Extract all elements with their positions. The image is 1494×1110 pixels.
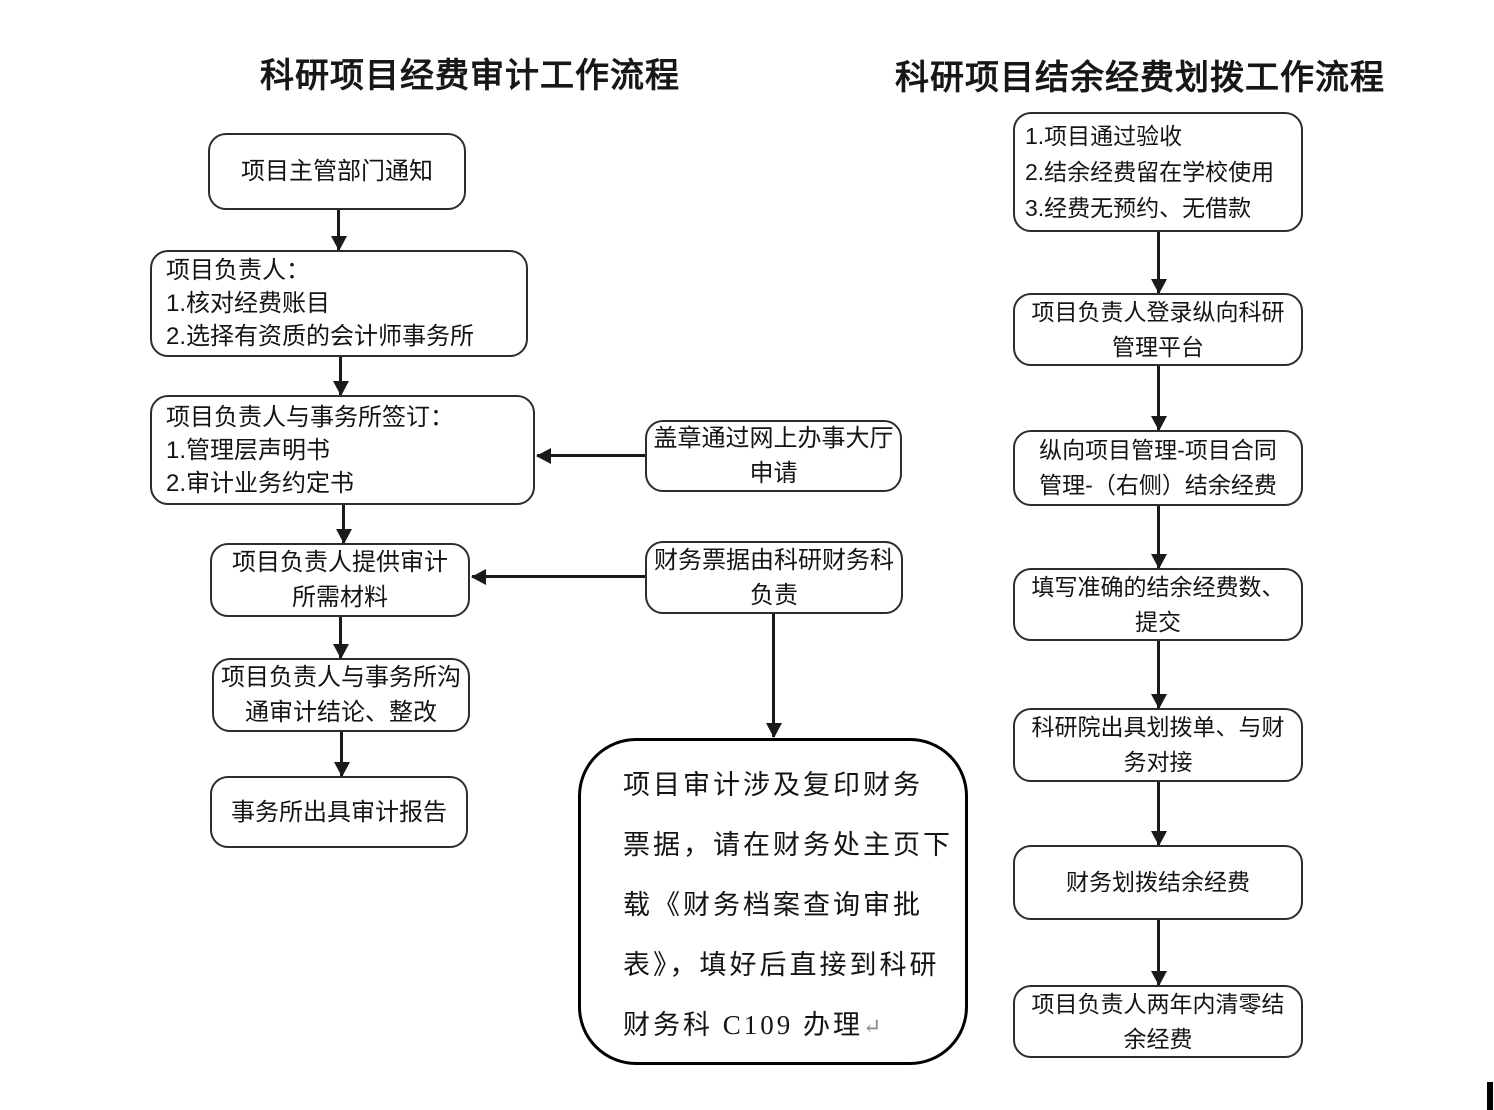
node-text: 提交 (1135, 608, 1181, 635)
node-text: 项目负责人提供审计 (232, 549, 448, 576)
node-menu-path: 纵向项目管理-项目合同 管理-（右侧）结余经费 (1013, 430, 1303, 506)
node-text: 项目负责人： (166, 257, 310, 284)
arrow-down-icon (772, 614, 775, 737)
node-text: 财务票据由科研财务科 (654, 546, 894, 574)
arrow-down-icon (1157, 232, 1160, 293)
node-text: 项目负责人两年内清零结 (1031, 990, 1285, 1017)
node-text: 管理平台 (1112, 333, 1204, 360)
node-sign-agreements: 项目负责人与事务所签订： 1.管理层声明书 2.审计业务约定书 (150, 395, 535, 505)
node-text: 表》，填好后直接到科研 (623, 949, 940, 980)
node-text: 项目主管部门通知 (241, 158, 433, 185)
node-provide-materials: 项目负责人提供审计 所需材料 (210, 543, 470, 617)
arrow-down-icon (1157, 506, 1160, 568)
audit-flow-title: 科研项目经费审计工作流程 (260, 57, 680, 95)
node-text: 2.审计业务约定书 (166, 469, 355, 497)
node-finance-tickets: 财务票据由科研财务科 负责 (645, 541, 903, 614)
node-text: 所需材料 (292, 584, 388, 611)
node-text: 项目审计涉及复印财务 (623, 769, 923, 800)
arrow-down-icon (342, 505, 345, 543)
arrow-down-icon (1157, 641, 1160, 708)
node-text: 事务所出具审计报告 (231, 798, 447, 826)
node-text: 3.经费无预约、无借款 (1025, 195, 1252, 221)
text-cursor (1487, 1082, 1493, 1110)
node-text: 2.结余经费留在学校使用 (1025, 159, 1275, 185)
node-text: 管理-（右侧）结余经费 (1039, 472, 1277, 498)
node-issue-audit-report: 事务所出具审计报告 (210, 776, 468, 848)
node-text: 盖章通过网上办事大厅 (653, 425, 894, 452)
node-text: 财务科 C109 办理↵ (623, 995, 881, 1057)
node-text: 通审计结论、整改 (245, 699, 437, 726)
arrow-down-icon (340, 732, 343, 776)
node-finance-transfer: 财务划拨结余经费 (1013, 845, 1303, 920)
arrow-down-icon (339, 617, 342, 658)
node-issue-transfer-slip: 科研院出具划拨单、与财 务对接 (1013, 708, 1303, 782)
node-text: 票据，请在财务处主页下 (623, 829, 953, 860)
node-text: 1.项目通过验收 (1025, 123, 1183, 149)
arrow-left-icon (472, 575, 645, 578)
paragraph-return-icon: ↵ (863, 1013, 882, 1039)
node-text: 2.选择有资质的会计师事务所 (166, 323, 475, 350)
node-fill-amount: 填写准确的结余经费数、 提交 (1013, 568, 1303, 641)
node-seal-online-hall: 盖章通过网上办事大厅 申请 (645, 420, 902, 492)
node-text: 科研院出具划拨单、与财 (1031, 714, 1285, 740)
node-text: 载《财务档案查询审批 (623, 889, 923, 920)
node-clear-within-two-years: 项目负责人两年内清零结 余经费 (1013, 985, 1303, 1058)
node-copy-tickets-note: 项目审计涉及复印财务 票据，请在财务处主页下 载《财务档案查询审批 表》，填好后… (578, 738, 968, 1065)
node-leader-tasks: 项目负责人： 1.核对经费账目 2.选择有资质的会计师事务所 (150, 250, 528, 357)
node-text: 1.管理层声明书 (166, 436, 331, 464)
node-text: 填写准确的结余经费数、 (1031, 573, 1285, 600)
node-dept-notify: 项目主管部门通知 (208, 133, 466, 210)
node-text: 财务科 C109 办理 (623, 1009, 864, 1040)
node-text: 财务划拨结余经费 (1066, 869, 1250, 895)
node-text: 项目负责人与事务所签订： (166, 403, 454, 431)
arrow-left-icon (537, 454, 645, 457)
arrow-down-icon (1157, 782, 1160, 845)
node-text: 纵向项目管理-项目合同 (1039, 437, 1277, 463)
node-text: 1.核对经费账目 (166, 290, 331, 317)
node-communicate-results: 项目负责人与事务所沟 通审计结论、整改 (212, 658, 470, 732)
node-text: 项目负责人登录纵向科研 (1031, 298, 1285, 325)
arrow-down-icon (1157, 366, 1160, 430)
node-text: 务对接 (1123, 749, 1193, 775)
node-preconditions: 1.项目通过验收 2.结余经费留在学校使用 3.经费无预约、无借款 (1013, 112, 1303, 232)
arrow-down-icon (337, 210, 340, 250)
arrow-down-icon (339, 357, 342, 395)
node-login-platform: 项目负责人登录纵向科研 管理平台 (1013, 293, 1303, 366)
node-text: 余经费 (1123, 1025, 1193, 1052)
node-text: 申请 (749, 460, 798, 487)
surplus-flow-title: 科研项目结余经费划拨工作流程 (895, 59, 1385, 97)
arrow-down-icon (1157, 920, 1160, 985)
node-text: 项目负责人与事务所沟 (221, 664, 461, 691)
node-text: 负责 (750, 581, 798, 609)
